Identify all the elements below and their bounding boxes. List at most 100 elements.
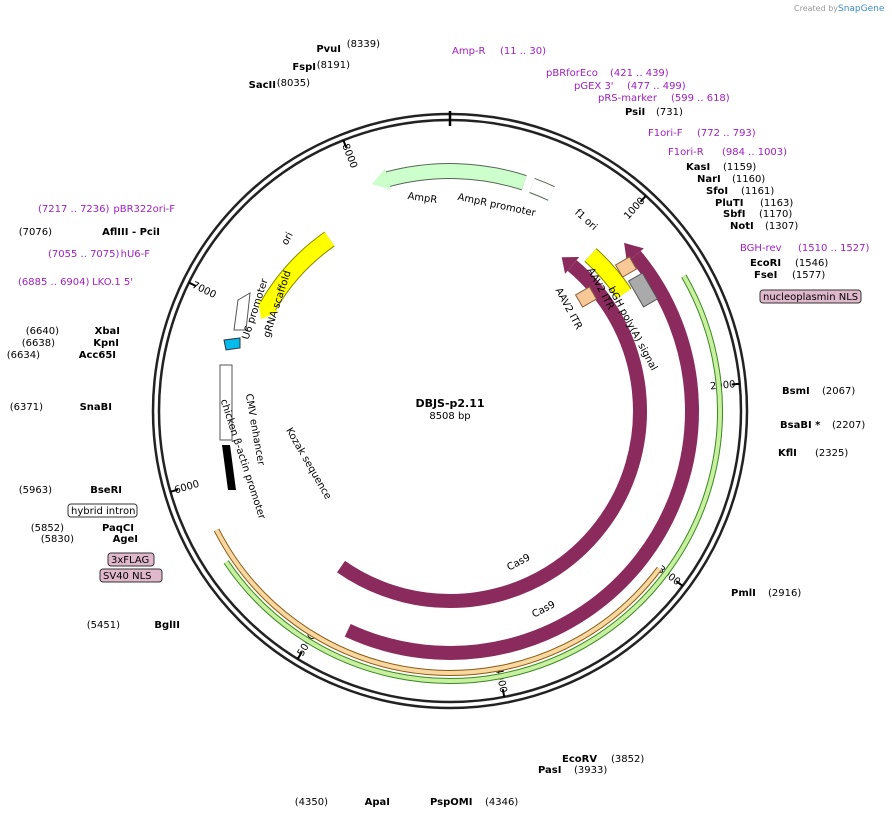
tick-2000 — [731, 382, 740, 386]
enzyme-6-name: SfoI — [706, 186, 728, 197]
ampr-promoter-arc — [529, 178, 555, 200]
enzyme-23-name: BseRI — [90, 485, 122, 496]
primer-9-name: LKO.1 5' — [92, 277, 133, 288]
ori-head — [257, 300, 279, 319]
tick-5000 — [296, 651, 303, 660]
ori-arc — [261, 232, 335, 311]
enzyme-7-name: PluTI — [715, 198, 743, 209]
primer-6-range: (1510 .. 1527) — [798, 243, 870, 254]
primer-0-range: (11 .. 30) — [500, 46, 546, 57]
boxed-feature-0: nucleoplasmin NLS — [763, 292, 858, 303]
tick-1000 — [639, 195, 647, 203]
label-ori: ori — [280, 230, 296, 247]
enzyme-28-name: AflIII - PciI — [102, 227, 160, 238]
enzyme-15-name: PmlI — [731, 588, 756, 599]
tick-8000 — [342, 139, 348, 149]
plasmid-length: 8508 bp — [429, 411, 470, 422]
enzyme-18-pos: (4346) — [485, 797, 518, 808]
enzyme-10-pos: (1546) — [795, 258, 828, 269]
bgh-box — [627, 272, 659, 308]
aav2-itr-1-box — [614, 256, 638, 278]
boxed-feature-1: hybrid intron — [71, 506, 135, 517]
tick-label-6000: 6000 — [173, 479, 201, 497]
orange-feature-arc — [214, 529, 661, 675]
green-feature-arc — [224, 275, 722, 683]
enzyme-25-name: Acc65I — [79, 350, 116, 361]
tick-7000 — [188, 281, 197, 287]
enzyme-22-pos: (5852) — [31, 523, 64, 534]
label-f1-ori: f1 ori — [572, 207, 599, 233]
enzyme-27-name: XbaI — [95, 326, 120, 337]
enzyme-13-pos: (2207) — [832, 420, 865, 431]
enzyme-8-pos: (1170) — [759, 209, 792, 220]
enzyme-22-name: PaqCI — [102, 523, 134, 534]
enzyme-26-pos: (6638) — [22, 338, 55, 349]
cba-box — [222, 445, 236, 490]
enzyme-12-pos: (2067) — [822, 386, 855, 397]
enzyme-5-name: NarI — [697, 174, 721, 185]
primer-1-range: (421 .. 439) — [610, 68, 669, 79]
label-ampr-promoter: AmpR promoter — [457, 192, 538, 219]
tick-4000 — [501, 688, 506, 698]
primer-2-range: (477 .. 499) — [627, 81, 686, 92]
primer-6-name: BGH-rev — [740, 243, 782, 254]
enzyme-21-name: AgeI — [113, 534, 138, 545]
u6-arrow — [233, 292, 251, 331]
tick-3000 — [675, 580, 684, 587]
enzyme-24-pos: (6371) — [10, 402, 43, 413]
enzyme-13-name: BsaBI * — [780, 420, 821, 431]
enzyme-4-name: KasI — [686, 162, 710, 173]
enzyme-21-pos: (5830) — [41, 534, 74, 545]
enzyme-18-name: PspOMI — [430, 797, 472, 808]
enzyme-26-name: KpnI — [93, 338, 119, 349]
primer-8-name: hU6-F — [121, 249, 151, 260]
enzyme-16-name: EcoRV — [562, 754, 597, 765]
enzyme-28-pos: (7076) — [19, 227, 52, 238]
label-cas9-inner: Cas9 — [505, 552, 532, 573]
enzyme-11-pos: (1577) — [792, 270, 825, 281]
enzyme-25-pos: (6634) — [7, 350, 40, 361]
enzyme-11-name: FseI — [754, 270, 777, 281]
enzyme-23-pos: (5963) — [19, 485, 52, 496]
tick-6000 — [170, 488, 179, 493]
aav2-itr-2-box — [574, 286, 598, 308]
label-kozak: Kozak sequence — [283, 426, 333, 501]
enzyme-8-name: SbfI — [723, 209, 745, 220]
f1-ori-arc — [585, 248, 631, 299]
cas9-inner-head — [561, 257, 580, 274]
enzyme-17-name: PasI — [538, 765, 561, 776]
enzyme-6-pos: (1161) — [741, 186, 774, 197]
enzyme-19-name: ApaI — [365, 797, 390, 808]
enzyme-0-name: PvuI — [316, 44, 341, 55]
enzyme-14-pos: (2325) — [815, 448, 848, 459]
enzyme-20-pos: (5451) — [87, 620, 120, 631]
primer-4-range: (772 .. 793) — [697, 128, 756, 139]
boxed-feature-2-box — [107, 552, 155, 567]
enzyme-9-pos: (1307) — [765, 221, 798, 232]
enzyme-15-pos: (2916) — [768, 588, 801, 599]
primer-3-range: (599 .. 618) — [671, 93, 730, 104]
primer-3-name: pRS-marker — [598, 93, 658, 104]
primer-8-range: (7055 .. 7075) — [48, 249, 120, 260]
ampr-head — [371, 168, 391, 190]
tick-label-8000: 8000 — [339, 142, 359, 170]
primer-9-range: (6885 .. 6904) — [18, 277, 90, 288]
enzyme-1-pos: (8191) — [317, 60, 350, 71]
grna-arrow — [223, 337, 241, 351]
enzyme-17-pos: (3933) — [574, 765, 607, 776]
cas9-outer-arc — [344, 250, 699, 660]
enzyme-2-name: SacII — [249, 80, 276, 91]
label-ampr: AmpR — [407, 191, 438, 206]
primer-1-name: pBRforEco — [546, 68, 598, 79]
enzyme-14-name: KflI — [778, 448, 797, 459]
enzyme-4-pos: (1159) — [723, 162, 756, 173]
enzyme-3-name: PsiI — [625, 107, 645, 118]
enzyme-16-pos: (3852) — [611, 754, 644, 765]
cas9-inner-arc — [337, 260, 647, 608]
primer-5-name: F1ori-R — [668, 147, 704, 158]
label-cas9-outer: Cas9 — [530, 599, 557, 620]
primer-0-name: Amp-R — [452, 46, 486, 57]
enzyme-3-pos: (731) — [656, 107, 683, 118]
